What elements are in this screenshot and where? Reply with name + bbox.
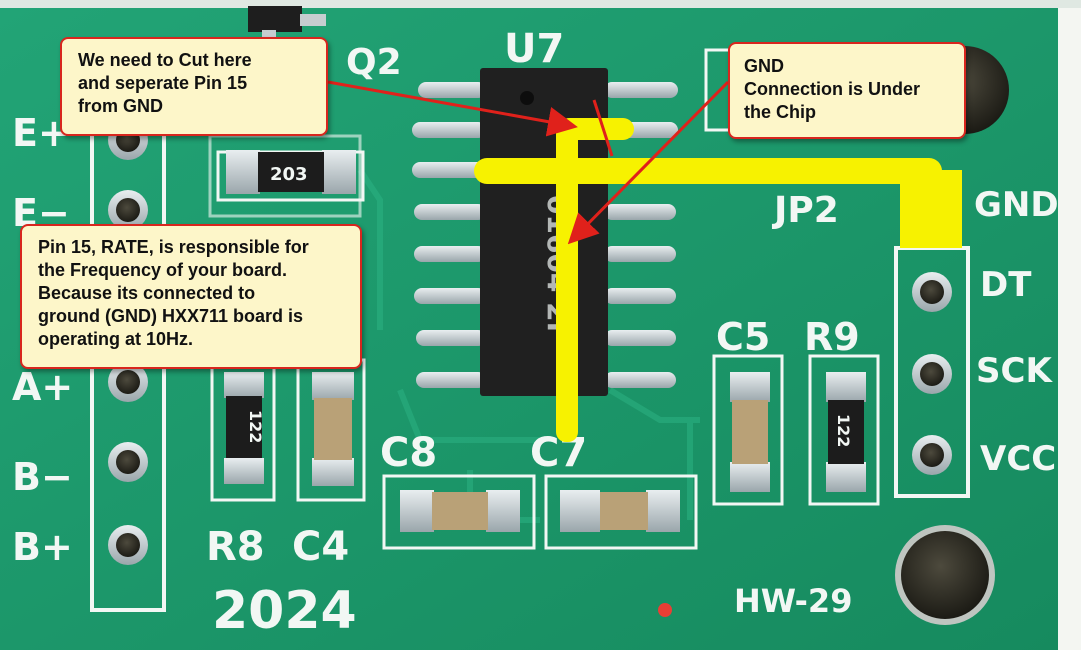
silk-r9: R9 <box>804 315 860 359</box>
silk-vcc: VCC <box>980 439 1056 479</box>
resistor-122-left-label: 122 <box>246 410 265 443</box>
silk-gnd: GND <box>974 185 1059 225</box>
silk-b-plus: B+ <box>12 525 73 569</box>
silk-a-plus: A+ <box>12 365 73 409</box>
silk-u7: U7 <box>504 26 564 72</box>
silk-model: HW-29 <box>734 582 852 620</box>
right-header-holes <box>912 272 952 475</box>
silk-year: 2024 <box>212 581 357 641</box>
resistor-203-label: 203 <box>270 164 308 185</box>
callout-gnd-under-chip: GND Connection is Under the Chip <box>728 42 966 139</box>
silk-dt: DT <box>980 265 1032 305</box>
silk-r8: R8 <box>206 524 265 570</box>
silk-c4: C4 <box>292 524 349 570</box>
silk-c5: C5 <box>716 315 770 359</box>
silk-sck: SCK <box>976 351 1053 391</box>
callout-cut-here: We need to Cut here and seperate Pin 15 … <box>60 37 328 136</box>
resistor-122-right-label: 122 <box>834 414 853 447</box>
callout-pin15-rate: Pin 15, RATE, is responsible for the Fre… <box>20 224 362 369</box>
silk-q2: Q2 <box>346 42 402 83</box>
mount-hole-bottom <box>901 531 989 619</box>
silk-jp2: JP2 <box>771 190 839 231</box>
silk-c8: C8 <box>380 430 437 476</box>
silk-b-minus: B− <box>12 455 73 499</box>
